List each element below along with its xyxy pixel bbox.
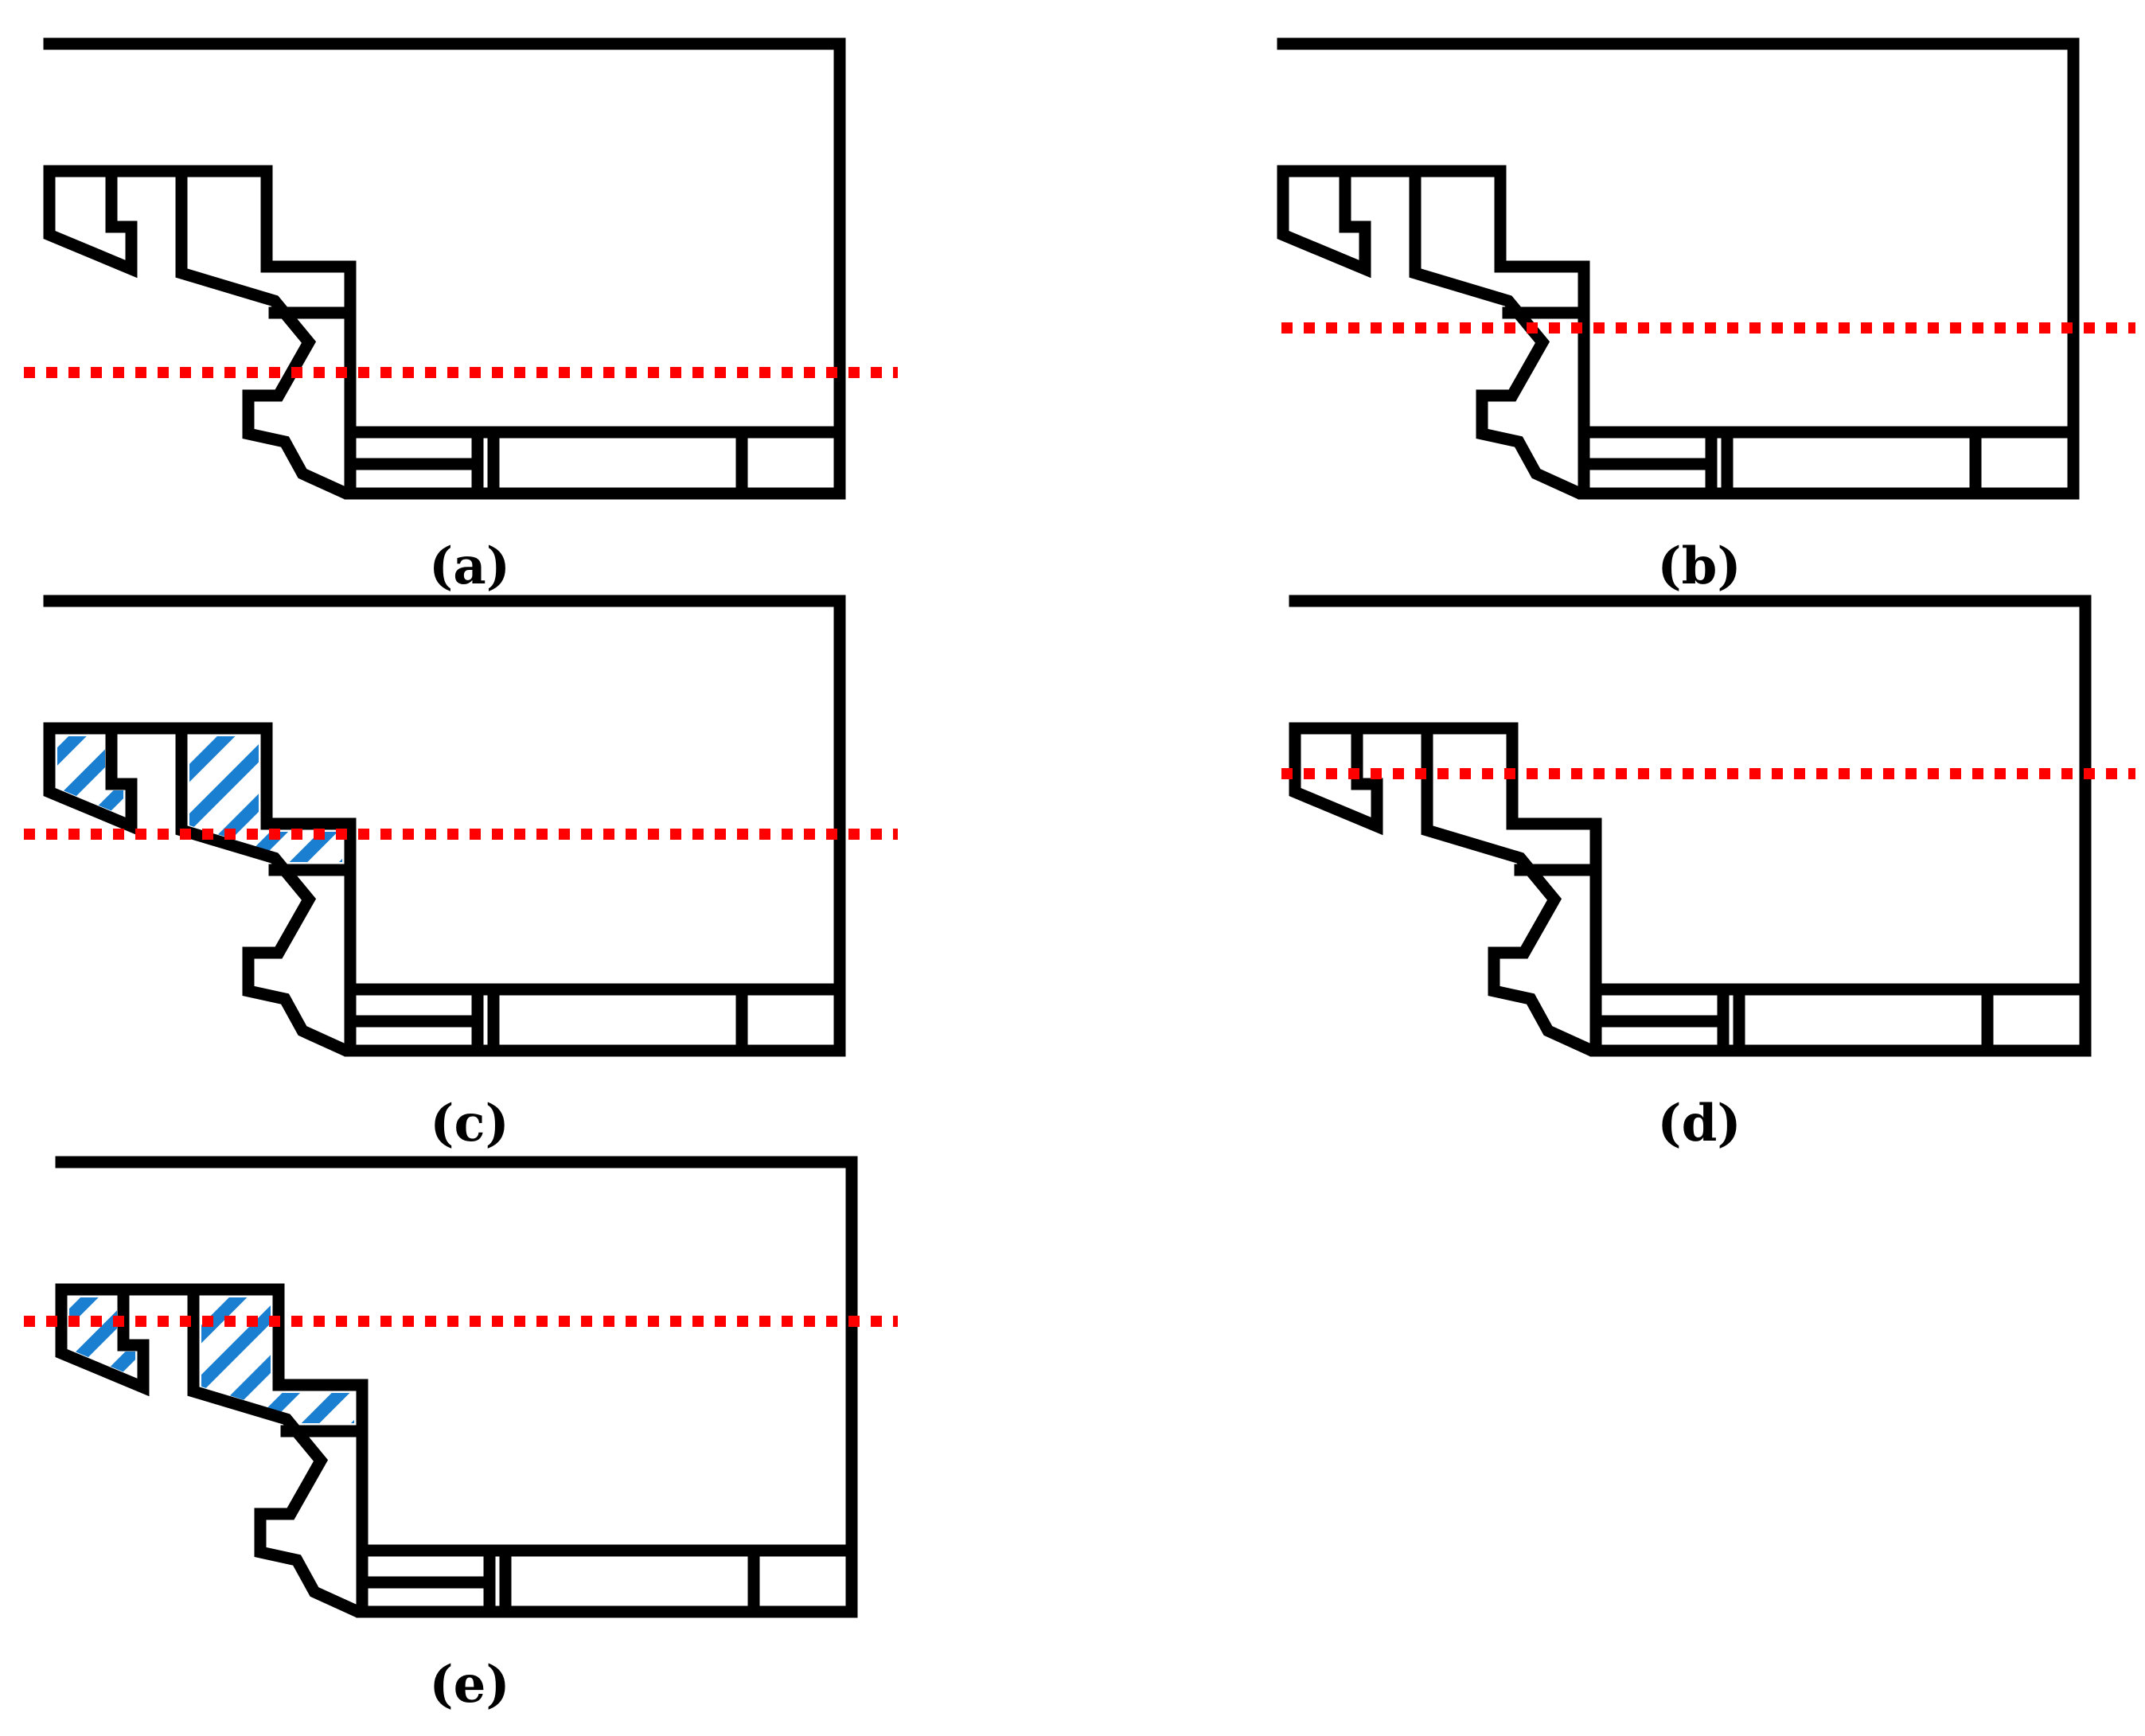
panel-label-d: (d) bbox=[1657, 1094, 1741, 1153]
panel-b bbox=[1277, 37, 2135, 500]
hatch-region-e-2 bbox=[201, 1297, 354, 1423]
part-outline-d bbox=[1289, 595, 2092, 1057]
hatch-region-c-1 bbox=[57, 736, 123, 816]
panel-label-b: (b) bbox=[1657, 536, 1741, 596]
panel-label-c: (c) bbox=[430, 1094, 509, 1153]
panel-e bbox=[24, 1156, 898, 1618]
part-outline-e bbox=[55, 1156, 858, 1618]
panel-a bbox=[24, 37, 898, 500]
panel-label-e: (e) bbox=[429, 1655, 510, 1715]
part-outline-b bbox=[1277, 37, 2080, 500]
panel-label-a: (a) bbox=[428, 536, 511, 596]
hatch-region-e-1 bbox=[69, 1297, 135, 1377]
panel-c bbox=[24, 595, 898, 1057]
part-outline-a bbox=[43, 37, 846, 500]
part-outline-c bbox=[43, 595, 846, 1057]
panel-d bbox=[1281, 595, 2135, 1057]
